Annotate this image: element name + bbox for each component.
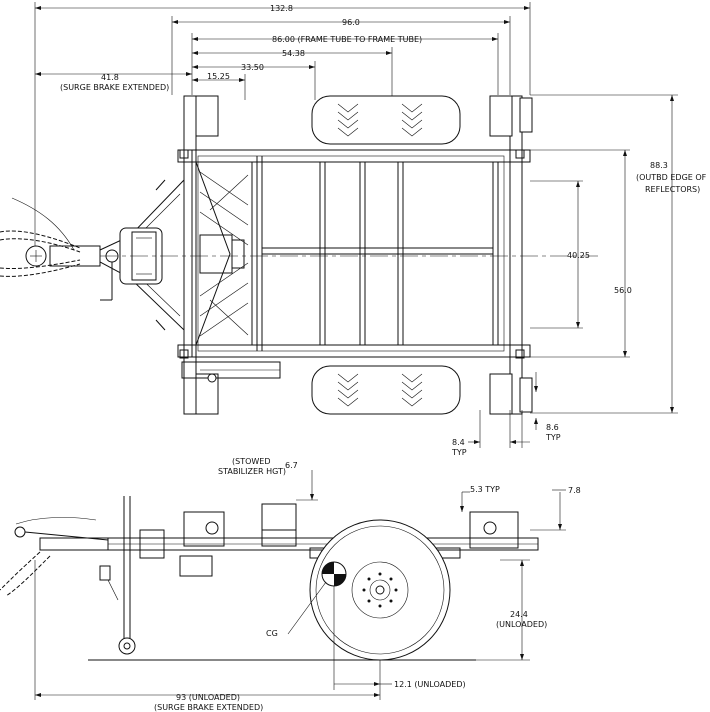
outboard-line2: REFLECTORS) [645,185,700,194]
corner-brackets-top [179,95,533,415]
dim-54: 54.38 [192,47,393,100]
stabilizer-top [181,361,281,383]
dim-stowed: (STOWED STABILIZER HGT) 6.7 [218,457,318,501]
cg-offset-label: 12.1 (UNLOADED) [394,680,466,689]
surge-brake-value: 41.8 [101,73,119,82]
dim-7-label: 7.8 [568,486,581,495]
dim-frame-tube: 86.00 (FRAME TUBE TO FRAME TUBE) [191,33,499,95]
safety-chain-side [0,517,97,597]
left-typ-value: 8.4 [452,438,465,447]
dim-5-label: 5.3 TYP [470,485,500,494]
dim-height: 24.4 (UNLOADED) [476,559,547,661]
cg-symbol: CG [266,561,347,638]
right-typ-value: 8.6 [546,423,559,432]
cg-label: CG [266,629,278,638]
wheel-side [309,519,451,661]
dim-frame-width: 56.0 [530,149,632,358]
tire-top [311,95,461,145]
stowed-line1: (STOWED [232,457,271,466]
frame-width-label: 56.0 [614,286,632,295]
dim-15-label: 15.25 [207,72,230,81]
trailer-frame-top [177,95,531,415]
frame-tube-label: 86.00 (FRAME TUBE TO FRAME TUBE) [272,35,422,44]
dim-33: 33.50 [192,61,316,100]
length-value: 93 (UNLOADED) [176,693,240,702]
stowed-line2: STABILIZER HGT) [218,467,286,476]
trailer-frame-side [14,496,539,655]
dim-15: 15.25 [192,72,246,100]
top-view: 132.8 96.0 86.00 (FRAME TUBE TO FRAME TU… [0,2,707,457]
stowed-value: 6.7 [285,461,298,470]
dim-overall-length: 132.8 [34,2,531,260]
inner-width-label: 40.25 [567,251,590,260]
safety-chain-top [0,197,81,277]
right-typ-label: TYP [545,433,561,442]
dim-side-length: 93 (UNLOADED) (SURGE BRAKE EXTENDED) [34,560,380,712]
height-note: (UNLOADED) [496,620,547,629]
front-lattice [195,161,253,346]
dim-54-label: 54.38 [282,49,305,58]
surge-brake-note: (SURGE BRAKE EXTENDED) [60,83,169,92]
overall-length-label: 132.8 [270,4,293,13]
dim-width-96: 96.0 [171,16,511,95]
dim-inner-width: 40.25 [530,180,590,329]
dim-cg-offset: 12.1 (UNLOADED) [333,586,466,700]
dim-typ-bottom: 8.4 TYP 8.6 TYP [451,372,561,457]
left-typ-label: TYP [451,448,467,457]
dim-surge-brake: 41.8 (SURGE BRAKE EXTENDED) [35,72,192,92]
height-value: 24.4 [510,610,528,619]
outboard-value: 88.3 [650,161,668,170]
width-96-label: 96.0 [342,18,360,27]
dim-7: 7.8 [530,486,581,531]
dim-outboard: 88.3 (OUTBD EDGE OF REFLECTORS) [530,94,707,414]
side-view: CG (STOWED STABILIZER HGT) 6.7 5.3 TYP 7… [0,457,581,712]
tongue [25,178,185,332]
outboard-line1: (OUTBD EDGE OF [636,173,707,182]
length-note: (SURGE BRAKE EXTENDED) [154,703,263,712]
dim-33-label: 33.50 [241,63,264,72]
dim-5: 5.3 TYP [460,485,500,512]
tire-bottom [311,365,461,415]
